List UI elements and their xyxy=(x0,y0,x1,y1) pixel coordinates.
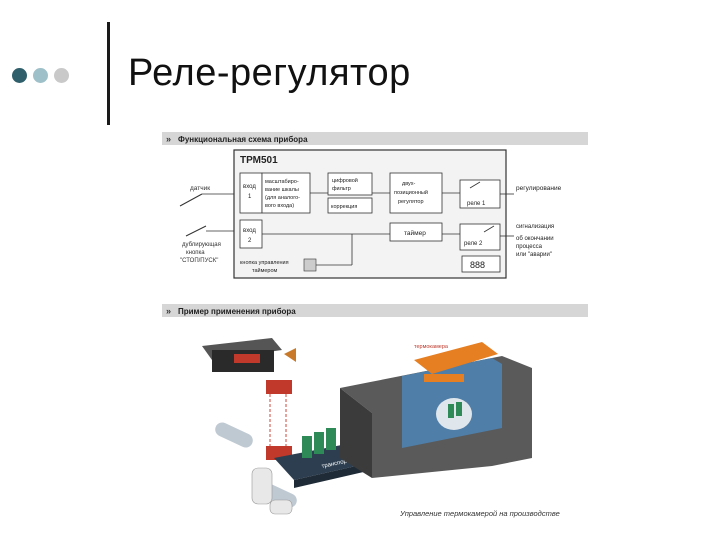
button-label-line2: кнопка xyxy=(186,250,205,256)
signal-line1: сигнализация xyxy=(516,224,554,230)
section1-header-bar xyxy=(162,132,588,145)
input1-block xyxy=(239,172,263,214)
correction-block xyxy=(327,197,373,214)
bullet-dot-grey xyxy=(54,68,69,83)
display-block xyxy=(461,255,501,273)
input1-line2: 1 xyxy=(248,194,252,200)
scale-line3: (для аналого- xyxy=(265,195,300,201)
relay1-block xyxy=(459,179,501,209)
sensor-switch-line xyxy=(179,193,203,207)
signal-line2: об окончании xyxy=(516,236,554,242)
bullet-dot-teal xyxy=(33,68,48,83)
regulator-line1: двух- xyxy=(402,181,416,187)
device-frame xyxy=(233,149,507,279)
section2-title: Пример применения прибора xyxy=(178,307,296,316)
oven-label: термокамера xyxy=(414,344,449,350)
scale-line4: вого входа) xyxy=(265,203,294,209)
scale-line1: масштабиро- xyxy=(265,179,299,185)
signal-line4: или "аварии" xyxy=(516,252,552,258)
filter-line1: цифровой xyxy=(332,177,358,184)
key-line1: кнопка управления xyxy=(240,260,289,266)
bullet-dots xyxy=(12,68,69,83)
title-divider xyxy=(107,22,110,125)
timer-block xyxy=(389,222,443,242)
filter-block xyxy=(327,172,373,196)
filter-line2: фильтр xyxy=(332,186,351,192)
relay2-label: реле 2 xyxy=(464,241,483,247)
sensor-label: датчик xyxy=(190,185,210,192)
device-name: ТРМ501 xyxy=(240,155,278,166)
button-switch-line xyxy=(185,225,207,237)
section1-arrow-icon: » xyxy=(166,134,171,144)
regulator-line2: позиционный xyxy=(394,189,428,196)
section2-header-bar xyxy=(162,304,588,317)
section1-title: Функциональная схема прибора xyxy=(178,135,308,144)
correction-label: коррекция xyxy=(331,204,357,210)
connection-lines xyxy=(262,192,514,266)
slide-title: Реле-регулятор xyxy=(128,52,411,94)
regulator-line3: регулятор xyxy=(398,199,424,205)
scene-caption: Управление термокамерой на производстве xyxy=(399,509,560,518)
key-line2: таймером xyxy=(252,267,278,274)
key-icon xyxy=(303,258,317,272)
scale-block xyxy=(261,172,311,214)
regulation-label: регулирование xyxy=(516,185,562,192)
scale-line2: вание шкалы xyxy=(265,187,299,193)
button-label-line3: "СТОП/ПУСК" xyxy=(180,258,218,264)
section2-arrow-icon: » xyxy=(166,306,171,316)
relay1-label: реле 1 xyxy=(467,201,486,207)
input1-line1: вход xyxy=(243,184,256,190)
input2-line1: вход xyxy=(243,228,256,234)
application-scene: транспортер термокамера xyxy=(202,338,532,515)
signal-line3: процесса xyxy=(516,244,543,250)
relay2-block xyxy=(459,223,501,251)
display-digits: 888 xyxy=(470,260,485,270)
button-label-line1: дублирующая xyxy=(182,242,221,248)
device-figure: » Функциональная схема прибора ТРМ501 да… xyxy=(162,128,588,520)
bullet-dot-dark xyxy=(12,68,27,83)
timer-label: таймер xyxy=(404,229,426,237)
input2-line2: 2 xyxy=(248,238,252,244)
